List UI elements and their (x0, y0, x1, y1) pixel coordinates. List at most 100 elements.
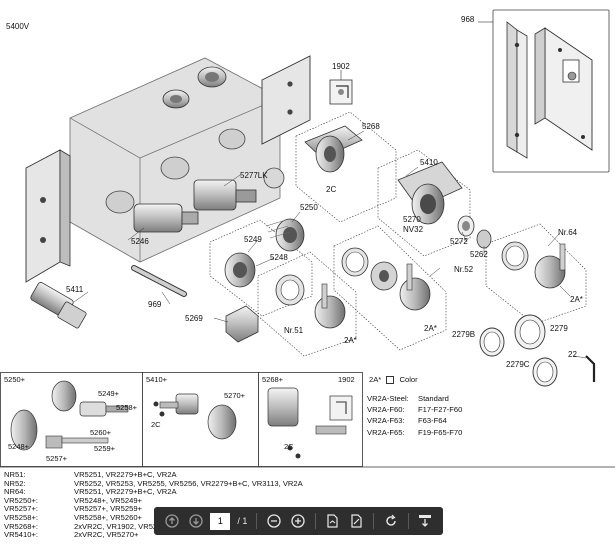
part-5248 (224, 252, 256, 288)
box1-item-5258: 5258+ (116, 403, 138, 412)
table-row: NR51:VR5251, VR2279+B+C, VR2A (4, 470, 303, 480)
callout-5277LK: 5277LK (240, 171, 268, 180)
fit-width-icon (351, 514, 362, 528)
box2-item-2C: 2C (151, 420, 161, 429)
fit-page-button[interactable] (324, 511, 342, 531)
legend-symbol: 2A* (369, 375, 382, 384)
next-page-icon (188, 514, 203, 528)
callout-Nr52: Nr.52 (454, 265, 474, 274)
leader-lines (73, 130, 587, 359)
sleeve-5410 (397, 161, 463, 225)
row-value: VR5252, VR5253, VR5255, VR5256, VR2279+B… (74, 478, 303, 488)
nr52-rings (341, 247, 431, 311)
download-button[interactable] (416, 511, 434, 531)
prev-page-button[interactable] (163, 511, 181, 531)
rotate-button[interactable] (382, 511, 400, 531)
left-bracket (25, 149, 71, 283)
callout-5262: 5262 (470, 250, 488, 259)
nr64-parts (501, 241, 566, 289)
detail-box-5268 (258, 372, 363, 467)
next-page-button[interactable] (187, 511, 205, 531)
table-row: VR5268+: 2xVR2C, VR1902, VR5268 (4, 521, 303, 532)
color-legend-header: 2A* Color (369, 375, 418, 384)
nr51-parts (275, 274, 346, 329)
download-icon (419, 515, 432, 527)
box2-title: 5410+ (146, 375, 168, 384)
callout-5411: 5411 (66, 285, 84, 294)
callout-2A-nr52: 2A* (424, 324, 437, 333)
part-969 (131, 265, 187, 297)
fit-width-button[interactable] (347, 511, 365, 531)
part-22-allen-key (585, 355, 596, 382)
callout-5268: 5268 (362, 122, 380, 131)
legend-code: VR2A-F65: (367, 427, 405, 437)
callout-5249: 5249 (244, 235, 262, 244)
row-key: VR5410+: (4, 530, 38, 540)
table-row: VR5258+:VR5258+, VR5260+ (4, 512, 303, 523)
table-row: VR5410+: 2xVR2C, VR5270+ (4, 531, 303, 540)
row-value: VR5257+, VR5259+ (74, 504, 142, 514)
model-label: 5400V (6, 22, 30, 31)
table-row: NR64:VR5251, VR2279+B+C, VR2A (4, 488, 303, 497)
part-1902 (329, 79, 353, 105)
callout-968: 968 (461, 15, 475, 24)
page-number-input[interactable] (210, 512, 231, 530)
callout-22: 22 (568, 350, 577, 359)
toolbar-divider (256, 513, 258, 529)
legend-label: Color (399, 375, 418, 384)
prev-page-icon (165, 514, 179, 528)
callout-5250: 5250 (300, 203, 318, 212)
rotate-icon (385, 514, 396, 526)
callout-2A-nr64: 2A* (570, 295, 583, 304)
row-key: NR52: (4, 478, 26, 488)
zoom-out-button[interactable] (265, 511, 283, 531)
row-key: VR5268+: (4, 521, 38, 531)
color-legend: VR2A-Steel:Standard VR2A-F60:F17-F27-F60… (367, 393, 462, 438)
row-key: VR5258+: (4, 512, 38, 522)
callout-5410: 5410 (420, 158, 438, 167)
toolbar-divider (407, 513, 409, 529)
box1-item-5259: 5259+ (94, 444, 116, 453)
box1-item-5257: 5257+ (46, 454, 68, 463)
zoom-in-icon (291, 514, 305, 528)
detail-box-5250 (0, 372, 143, 467)
legend-value: F17-F27-F60 (418, 405, 463, 415)
toolbar-divider (314, 513, 316, 529)
callout-2279C: 2279C (506, 360, 530, 369)
callout-2279B: 2279B (452, 330, 475, 339)
row-value: 2xVR2C, VR1902, VR5268 (74, 521, 166, 531)
callout-2279: 2279 (550, 324, 568, 333)
part-5250 (265, 218, 305, 252)
callout-5246: 5246 (131, 237, 149, 246)
callout-5248: 5248 (270, 253, 288, 262)
table-row: VR5257+: VR5257+, VR5259+ (4, 505, 303, 514)
rear-bracket (261, 55, 311, 145)
row-value: 2xVR2C, VR5270+ (74, 530, 139, 540)
row-key: VR5257+: (4, 504, 38, 514)
cartridge-5268 (304, 125, 363, 173)
zoom-in-button[interactable] (289, 511, 307, 531)
legend-code: VR2A-F60: (367, 405, 405, 415)
callout-Nr51: Nr.51 (284, 326, 304, 335)
box1-item-5248: 5248+ (8, 442, 30, 451)
legend-code: VR2A-F63: (367, 416, 405, 426)
callout-1902: 1902 (332, 62, 350, 71)
callout-2A-nr51: 2A* (344, 336, 357, 345)
box1-item-5249: 5249+ (98, 389, 120, 398)
row-key: VR5250+: (4, 495, 38, 505)
pdf-viewer-toolbar: / 1 (154, 507, 443, 535)
part-5246 (133, 203, 199, 233)
callout-2C: 2C (326, 185, 336, 194)
color-swatch-icon (386, 376, 395, 384)
fit-page-icon (327, 514, 338, 528)
row-key: NR51: (4, 470, 26, 479)
box2-item-5270: 5270+ (224, 391, 246, 400)
rings-2279 (479, 314, 558, 387)
part-5411 (30, 282, 87, 329)
part-5269 (225, 305, 259, 343)
valve-body (69, 57, 285, 263)
zoom-out-icon (267, 514, 281, 528)
callout-969: 969 (148, 300, 162, 309)
